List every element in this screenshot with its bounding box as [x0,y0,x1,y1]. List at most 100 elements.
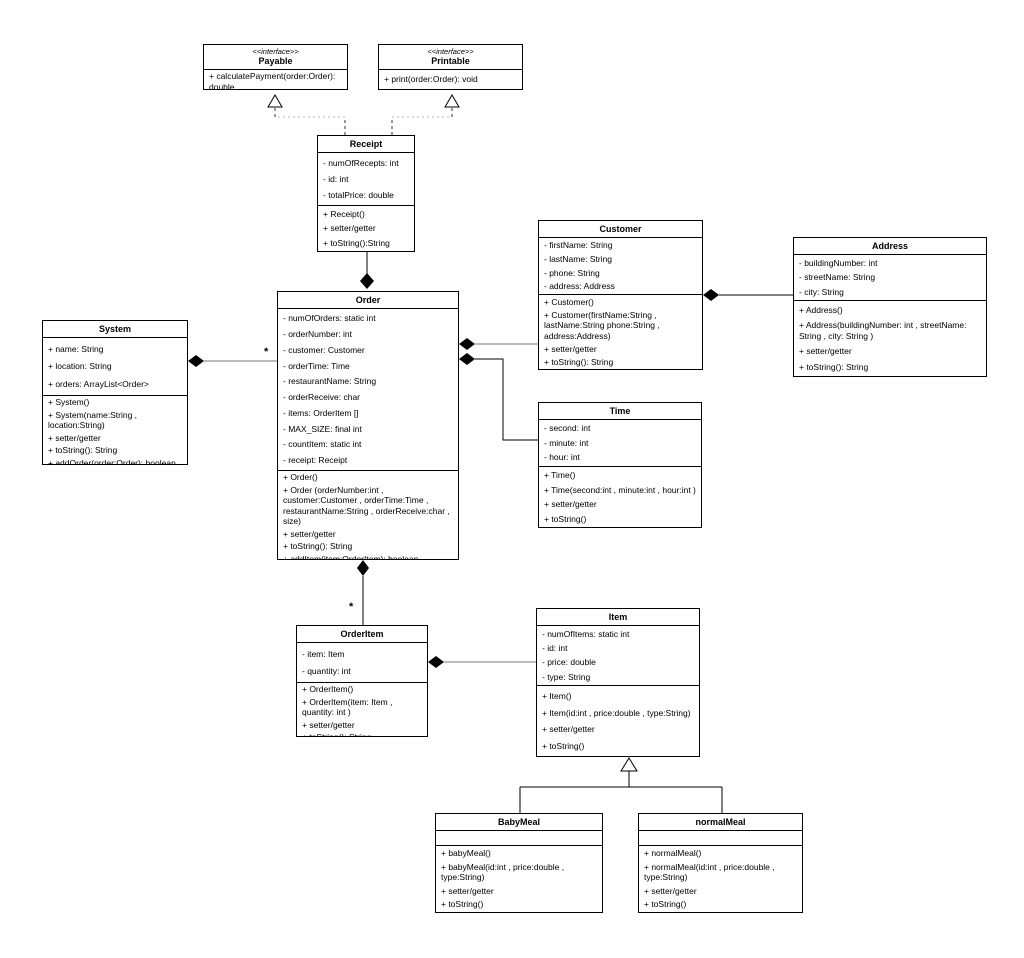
member-row: - id: int [542,643,568,654]
class-name: Item [537,609,699,626]
composition-customer-address[interactable] [703,289,793,301]
member-row: - countItem: static int [283,439,362,450]
member-row: - orderNumber: int [283,329,352,340]
member-row: - streetName: String [799,272,876,283]
member-row: - lastName: String [544,253,613,264]
methods-section: + Time()+ Time(second:int , minute:int ,… [539,467,701,527]
member-row: - quantity: int [302,665,351,676]
class-name: normalMeal [639,814,802,831]
methods-section: + OrderItem() + OrderItem(item: Item , qu… [297,683,427,737]
composition-system-order[interactable]: * [188,346,277,367]
inheritance-meals-item[interactable] [519,757,723,813]
filled-diamond-icon [459,353,475,365]
member-row: + setter/getter [544,343,597,354]
member-row: - city: String [799,286,844,297]
class-name: Address [794,238,986,255]
member-row: - numOfRecepts: int [323,157,399,168]
class-name: Time [539,403,701,420]
member-row: + Order (orderNumber:int , customer:Cust… [283,484,450,527]
filled-diamond-icon [703,289,719,301]
member-row: - second: int [544,423,591,434]
class-normalmeal[interactable]: normalMeal + normalMeal()+ normalMeal(id… [638,813,803,913]
stereotype-label: <<interface>> [252,47,299,56]
class-title: <<interface>> Printable [379,45,522,70]
member-row: + toString() [644,899,687,910]
realization-receipt-printable[interactable] [391,94,460,135]
composition-order-orderitem[interactable]: * [349,560,369,625]
class-payable[interactable]: <<interface>> Payable + calculatePayment… [203,44,348,90]
member-row: - hour: int [544,452,580,463]
stereotype-label: <<interface>> [427,47,474,56]
attributes-section: - item: Item - quantity: int [297,643,427,683]
member-row: + toString(): String [302,732,372,737]
class-system[interactable]: System + name: String+ location: String+… [42,320,188,465]
attributes-section: - numOfItems: static int - id: int - price… [537,626,699,686]
class-orderitem[interactable]: OrderItem - item: Item- quantity: int + … [296,625,428,737]
member-row: + Address(buildingNumber: int , streetNa… [799,320,967,341]
member-row: + OrderItem(item: Item , quantity: int ) [302,696,393,718]
member-row: + setter/getter [644,885,697,896]
composition-order-receipt[interactable] [360,252,374,289]
class-name: Receipt [318,136,414,153]
member-row: + setter/getter [302,719,355,730]
member-row: + location: String [48,361,112,372]
member-row: + normalMeal() [644,848,702,859]
member-row: + Item() [542,691,572,701]
member-row: + toString(): String [48,445,118,455]
composition-order-customer[interactable] [459,338,538,350]
class-address[interactable]: Address - buildingNumber: int- streetNam… [793,237,987,377]
member-row: - item: Item [302,648,345,659]
member-row: - phone: String [544,267,600,278]
member-row: + OrderItem() [302,684,354,694]
member-row: + babyMeal() [441,848,491,859]
member-row: - numOfOrders: static int [283,313,376,324]
methods-section: + Customer() + Customer(firstName:String … [539,295,702,369]
hollow-triangle-icon [444,94,460,108]
member-row: + setter/getter [799,346,852,357]
member-row: + setter/getter [283,528,336,539]
member-row: + calculatePayment(order:Order): double [209,71,336,90]
member-row: - MAX_SIZE: final int [283,423,362,434]
member-row: + babyMeal(id:int , price:double , type:… [441,861,565,883]
member-row: + print(order:Order): void [384,74,478,85]
member-row: + toString() [441,899,484,910]
class-order[interactable]: Order - numOfOrders: static int - orderNu… [277,291,459,560]
member-row: - numOfItems: static int [542,628,630,639]
member-row: - price: double [542,657,596,668]
class-name: Customer [539,221,702,238]
member-row: - items: OrderItem [] [283,407,359,418]
member-row: - restaurantName: String [283,376,377,387]
class-receipt[interactable]: Receipt - numOfRecepts: int- id: int- to… [317,135,415,252]
multiplicity-label: * [349,601,354,613]
member-row: + setter/getter [323,223,376,234]
member-row: + orders: ArrayList<Order> [48,378,149,389]
attributes-section: - firstName: String- lastName: String- p… [539,238,702,295]
hollow-triangle-icon [267,94,283,108]
member-row: + Customer() [544,296,594,307]
class-name: Order [278,292,458,309]
member-row: + Customer(firstName:String , lastName:S… [544,309,660,341]
class-item[interactable]: Item - numOfItems: static int- id: int- … [536,608,700,757]
methods-section: + calculatePayment(order:Order): double [204,70,347,90]
class-title: <<interface>> Payable [204,45,347,70]
filled-diamond-icon [360,273,374,289]
composition-orderitem-item[interactable] [428,656,536,668]
class-babymeal[interactable]: BabyMeal + babyMeal() + babyMeal(id:int ,… [435,813,603,913]
realization-receipt-payable[interactable] [267,94,346,135]
class-customer[interactable]: Customer - firstName: String- lastName: … [538,220,703,370]
class-name: BabyMeal [436,814,602,831]
member-row: + toString(): String [799,361,869,372]
class-name: Payable [258,56,293,66]
multiplicity-label: * [264,346,269,358]
member-row: - minute: int [544,437,589,448]
attributes-section: - second: int - minute: int - hour: int [539,420,701,467]
attributes-section: - numOfRecepts: int- id: int- totalPrice… [318,153,414,206]
member-row: + addOrder(order:Order): boolean [48,457,176,465]
member-row: + Order() [283,472,318,482]
class-printable[interactable]: <<interface>> Printable + print(order:Or… [378,44,523,90]
attributes-section: + name: String+ location: String+ orders… [43,338,187,396]
class-time[interactable]: Time - second: int - minute: int - hour: i… [538,402,702,528]
member-row: + setter/getter [542,724,595,734]
composition-order-time[interactable] [459,353,538,441]
